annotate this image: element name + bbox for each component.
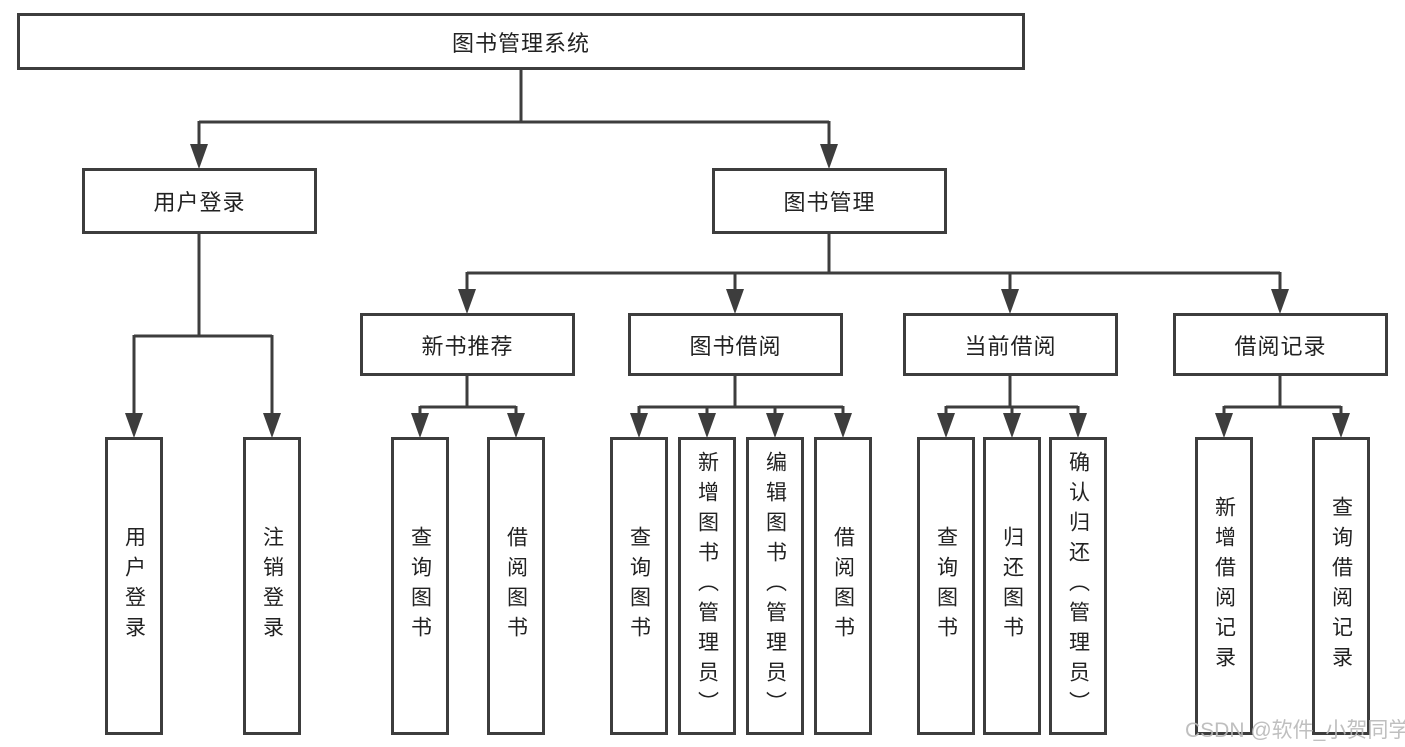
watermark: CSDN @软件_小贺同学: [1185, 719, 1405, 742]
arrow-down-icon: [507, 413, 525, 438]
node-borrow-record: 借阅记录: [1173, 313, 1388, 376]
node-user-login: 用户登录: [82, 168, 317, 234]
node-label: 新书推荐: [421, 333, 514, 359]
leaf-query-book-current: 查询图书: [917, 437, 975, 735]
connector-borrow-record-children: [1215, 376, 1350, 438]
node-label: 新增借阅记录: [1212, 496, 1236, 676]
arrow-down-icon: [766, 413, 784, 438]
node-label: 借阅记录: [1234, 333, 1327, 359]
node-label: 确认归还（管理员）: [1066, 451, 1090, 721]
node-label: 查询图书: [627, 526, 651, 646]
node-label: 查询借阅记录: [1329, 496, 1353, 676]
leaf-return-book: 归还图书: [983, 437, 1041, 735]
leaf-add-book-admin: 新增图书（管理员）: [678, 437, 736, 735]
node-label: 借阅图书: [831, 526, 855, 646]
connector-book-borrow-children: [630, 376, 852, 438]
arrow-down-icon: [726, 289, 744, 314]
connector-new-book-recommend-children: [411, 376, 525, 438]
node-label: 借阅图书: [504, 526, 528, 646]
leaf-query-book-recommend: 查询图书: [391, 437, 449, 735]
arrow-down-icon: [820, 144, 838, 169]
node-label: 当前借阅: [964, 333, 1057, 359]
arrow-down-icon: [937, 413, 955, 438]
leaf-add-borrow-record: 新增借阅记录: [1195, 437, 1253, 735]
leaf-query-borrow-record: 查询借阅记录: [1312, 437, 1370, 735]
node-label: 注销登录: [260, 526, 284, 646]
connector-current-borrow-children: [937, 376, 1087, 438]
connector-root-to-level2: [190, 70, 838, 169]
node-label: 用户登录: [153, 190, 246, 215]
arrow-down-icon: [1069, 413, 1087, 438]
node-label: 查询图书: [934, 526, 958, 646]
connector-book-management-children: [458, 234, 1289, 314]
node-current-borrow: 当前借阅: [903, 313, 1118, 376]
arrow-down-icon: [190, 144, 208, 169]
node-book-management: 图书管理: [712, 168, 947, 234]
node-label: 查询图书: [408, 526, 432, 646]
node-label: 编辑图书（管理员）: [763, 451, 787, 721]
node-label: 新增图书（管理员）: [695, 451, 719, 721]
arrow-down-icon: [698, 413, 716, 438]
arrow-down-icon: [411, 413, 429, 438]
node-label: 归还图书: [1000, 526, 1024, 646]
arrow-down-icon: [1001, 289, 1019, 314]
arrow-down-icon: [1332, 413, 1350, 438]
node-book-borrow: 图书借阅: [628, 313, 843, 376]
node-new-book-recommend: 新书推荐: [360, 313, 575, 376]
arrow-down-icon: [630, 413, 648, 438]
node-label: 图书管理系统: [451, 30, 590, 56]
node-label: 图书管理: [783, 190, 876, 215]
arrow-down-icon: [458, 289, 476, 314]
arrow-down-icon: [1003, 413, 1021, 438]
arrow-down-icon: [834, 413, 852, 438]
leaf-logout: 注销登录: [243, 437, 301, 735]
arrow-down-icon: [1215, 413, 1233, 438]
arrow-down-icon: [263, 413, 281, 438]
leaf-query-book-borrow: 查询图书: [610, 437, 668, 735]
leaf-borrow-book-recommend: 借阅图书: [487, 437, 545, 735]
connector-user-login-children: [125, 234, 281, 438]
node-library-system: 图书管理系统: [17, 13, 1025, 70]
node-label: 图书借阅: [689, 333, 782, 359]
arrow-down-icon: [1271, 289, 1289, 314]
leaf-confirm-return-admin: 确认归还（管理员）: [1049, 437, 1107, 735]
node-label: 用户登录: [122, 526, 146, 646]
arrow-down-icon: [125, 413, 143, 438]
leaf-borrow-book: 借阅图书: [814, 437, 872, 735]
leaf-user-login: 用户登录: [105, 437, 163, 735]
leaf-edit-book-admin: 编辑图书（管理员）: [746, 437, 804, 735]
